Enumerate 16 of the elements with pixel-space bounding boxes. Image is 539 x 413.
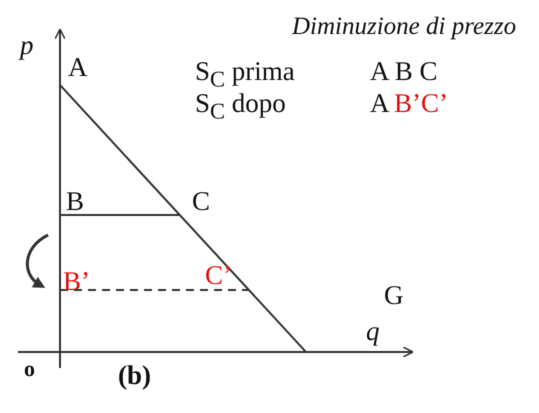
axis-label: q	[366, 318, 380, 345]
origin-label: o	[24, 358, 35, 380]
axis-label: p	[20, 32, 34, 59]
point-label: C	[192, 188, 210, 215]
legend-text: S$_{C}$ prima	[195, 58, 295, 91]
legend-points: A B C	[370, 58, 438, 85]
point-label: B’	[63, 268, 90, 295]
point-label: B	[66, 188, 84, 215]
region-label: G	[384, 282, 404, 309]
point-label: A	[68, 54, 88, 81]
legend-text: S$_{C}$ dopo	[195, 90, 286, 123]
chart-title: Diminuzione di prezzo	[292, 14, 516, 39]
panel-label: (b)	[118, 362, 151, 389]
point-label: C’	[205, 262, 232, 289]
legend-points: B’C’	[394, 90, 448, 117]
legend-points: A	[370, 90, 390, 117]
